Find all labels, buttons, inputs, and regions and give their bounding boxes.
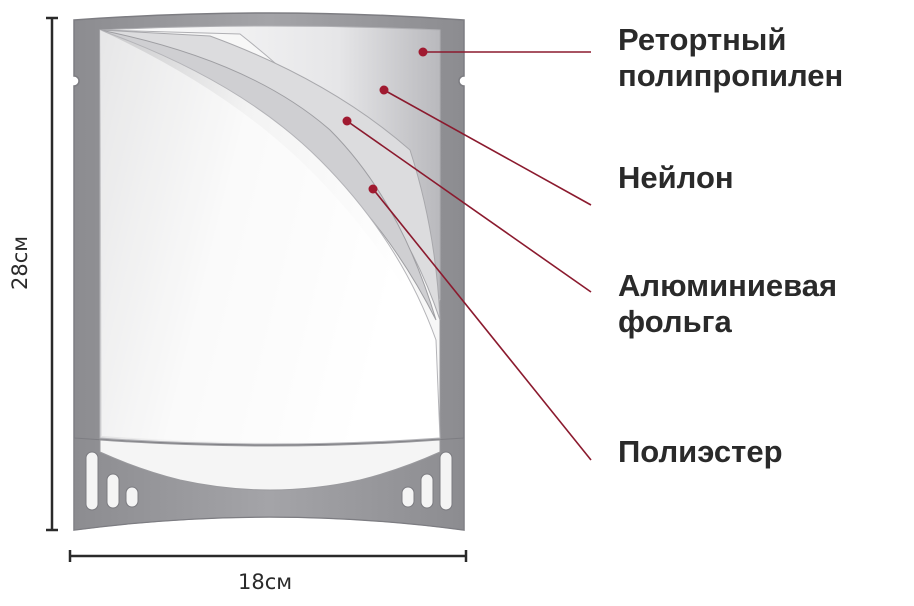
callout-line-nylon [383, 89, 592, 206]
layer-label-polyester: Полиэстер [618, 434, 783, 470]
width-dimension [68, 550, 468, 562]
width-dimension-label: 18см [238, 570, 293, 594]
layer-label-line: полипропилен [618, 58, 844, 93]
layer-label-line: Ретортный [618, 22, 787, 57]
bottom-gusset-window [99, 439, 441, 491]
height-dimension [46, 16, 58, 532]
callout-dot-foil [342, 116, 352, 126]
gusset-slots-right [401, 451, 453, 511]
layer-label-line: Алюминиевая [618, 268, 838, 303]
layer-label-foil: Алюминиевая фольга [618, 268, 837, 340]
gusset-slots-left [85, 451, 139, 511]
layer-label-line: фольга [618, 304, 732, 339]
layer-label-line: Полиэстер [618, 434, 783, 469]
front-sheet [100, 30, 438, 442]
callout-dot-polyester [368, 184, 378, 194]
callout-dots [342, 47, 428, 194]
layer-label-nylon: Нейлон [618, 160, 734, 196]
callout-line-foil [346, 120, 592, 293]
callout-lines [346, 51, 592, 461]
callout-line-polyester [372, 188, 592, 461]
layer-label-line: Нейлон [618, 160, 734, 195]
callout-dot-nylon [379, 85, 389, 95]
callout-dot-retort-pp [418, 47, 428, 57]
height-dimension-label: 28см [8, 235, 32, 290]
layer-label-retort-pp: Ретортный полипропилен [618, 22, 843, 94]
